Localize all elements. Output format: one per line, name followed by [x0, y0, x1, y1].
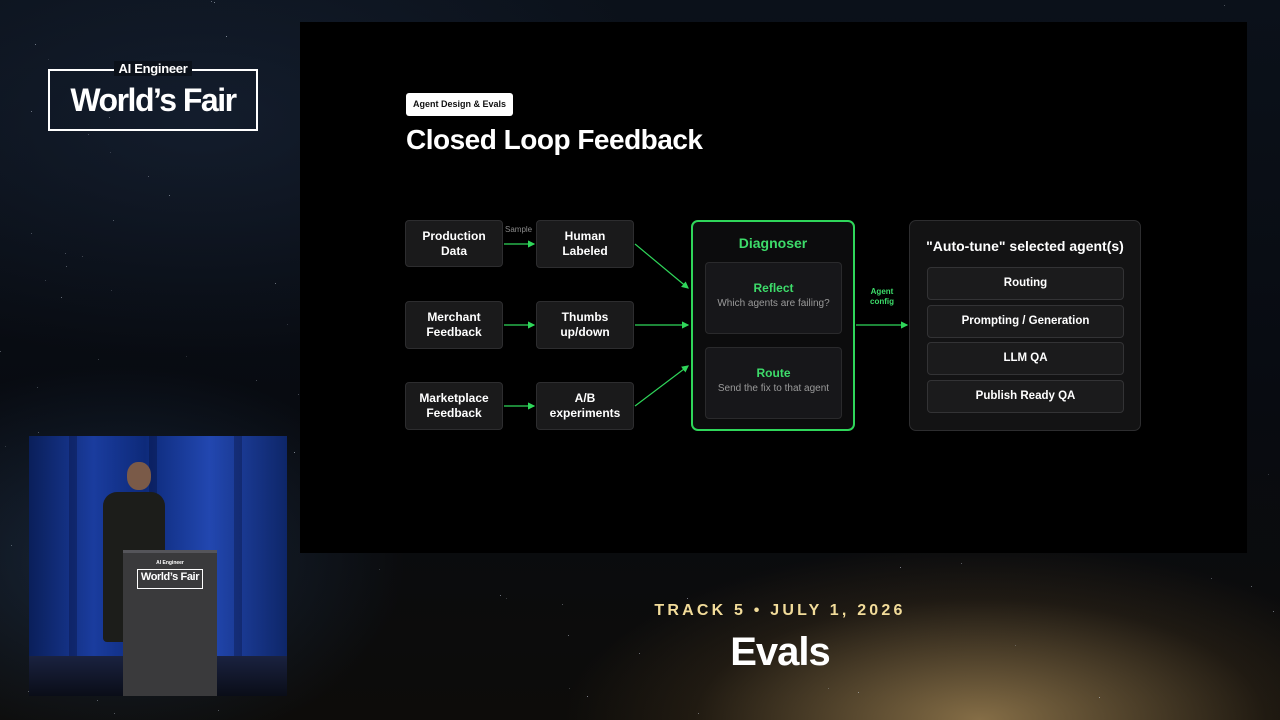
star — [110, 290, 112, 292]
source-merchant-feedback: Merchant Feedback — [405, 301, 503, 349]
logo-subtitle: AI Engineer — [48, 60, 258, 78]
flow-arrows — [504, 240, 909, 410]
star — [828, 687, 830, 689]
arrow-human-to-diagnoser — [634, 243, 689, 289]
session-title: Evals — [730, 630, 831, 674]
autotune-item-publish-ready-qa: Publish Ready QA — [927, 380, 1124, 413]
star — [0, 350, 2, 352]
star — [275, 283, 277, 285]
star — [568, 635, 570, 637]
signal-ab-experiments: A/B experiments — [536, 382, 634, 430]
star — [210, 0, 212, 2]
star — [30, 233, 32, 235]
presentation-slide: Agent Design & Evals Closed Loop Feedbac… — [300, 22, 1247, 553]
star — [82, 256, 84, 258]
star — [638, 652, 640, 654]
star — [111, 101, 113, 103]
star — [37, 386, 39, 388]
track-info: TRACK 5 • JULY 1, 2026 — [654, 602, 906, 619]
speaker-camera-feed: AI Engineer World’s Fair — [29, 436, 287, 696]
star — [213, 2, 215, 4]
star — [297, 393, 299, 395]
star — [1267, 474, 1269, 476]
sample-label: Sample — [505, 225, 533, 234]
star — [586, 696, 588, 698]
autotune-item-llm-qa: LLM QA — [927, 342, 1124, 375]
star — [35, 43, 37, 45]
star — [31, 111, 33, 113]
diagnoser-title: Diagnoser — [738, 235, 808, 251]
reflect-card: Reflect Which agents are failing? — [705, 262, 842, 334]
star — [568, 688, 570, 690]
star — [110, 151, 112, 153]
star — [858, 691, 860, 693]
diagnoser-box: Diagnoser Reflect Which agents are faili… — [691, 220, 855, 431]
star — [506, 597, 508, 599]
autotune-box: "Auto-tune" selected agent(s) Routing Pr… — [909, 220, 1141, 431]
star — [186, 355, 188, 357]
star — [98, 358, 100, 360]
star — [108, 117, 110, 119]
signal-human-labeled: Human Labeled — [536, 220, 634, 268]
star — [1210, 577, 1212, 579]
star — [27, 690, 29, 692]
star — [286, 324, 288, 326]
autotune-title: "Auto-tune" selected agent(s) — [926, 238, 1124, 254]
curtain-fold — [234, 436, 242, 696]
arrow-ab-to-diagnoser — [634, 365, 689, 407]
star — [256, 379, 258, 381]
star — [96, 700, 98, 702]
star — [499, 594, 501, 596]
source-production-data: Production Data — [405, 220, 503, 267]
star — [60, 296, 62, 298]
reflect-text: Which agents are failing? — [717, 298, 830, 309]
star — [697, 712, 699, 714]
star — [1098, 697, 1100, 699]
route-text: Send the fix to that agent — [717, 383, 830, 394]
star — [112, 219, 114, 221]
podium-logo-subtitle: AI Engineer — [156, 560, 184, 566]
star — [10, 544, 12, 546]
source-marketplace-feedback: Marketplace Feedback — [405, 382, 503, 430]
signal-thumbs-up-down: Thumbs up/down — [536, 301, 634, 349]
star — [47, 58, 49, 60]
star — [114, 713, 116, 715]
agent-config-label: Agent config — [870, 287, 894, 306]
star — [218, 709, 220, 711]
podium-logo-frame — [137, 569, 203, 589]
podium — [123, 550, 217, 696]
star — [1015, 645, 1017, 647]
speaker-head — [127, 462, 151, 490]
star — [45, 280, 47, 282]
star — [561, 603, 563, 605]
podium-logo-title: World’s Fair — [140, 571, 200, 583]
autotune-item-prompting-generation: Prompting / Generation — [927, 305, 1124, 338]
star — [1224, 5, 1226, 7]
star — [168, 194, 170, 196]
event-logo: AI Engineer World’s Fair — [48, 60, 258, 131]
star — [899, 566, 901, 568]
curtain-fold — [69, 436, 77, 696]
star — [225, 36, 227, 38]
slide-title: Closed Loop Feedback — [406, 124, 703, 155]
star — [687, 598, 689, 600]
star — [1251, 586, 1253, 588]
star — [4, 446, 6, 448]
route-title: Route — [756, 366, 791, 380]
star — [960, 563, 962, 565]
star — [66, 265, 68, 267]
star — [378, 569, 380, 571]
slide-tag: Agent Design & Evals — [406, 93, 514, 116]
star — [1273, 610, 1275, 612]
reflect-title: Reflect — [753, 281, 794, 295]
star — [294, 452, 296, 454]
star — [87, 134, 89, 136]
star — [37, 432, 39, 434]
autotune-item-routing: Routing — [927, 267, 1124, 300]
star — [65, 253, 67, 255]
star — [147, 175, 149, 177]
route-card: Route Send the fix to that agent — [705, 347, 842, 419]
logo-title: World’s Fair — [70, 82, 237, 118]
